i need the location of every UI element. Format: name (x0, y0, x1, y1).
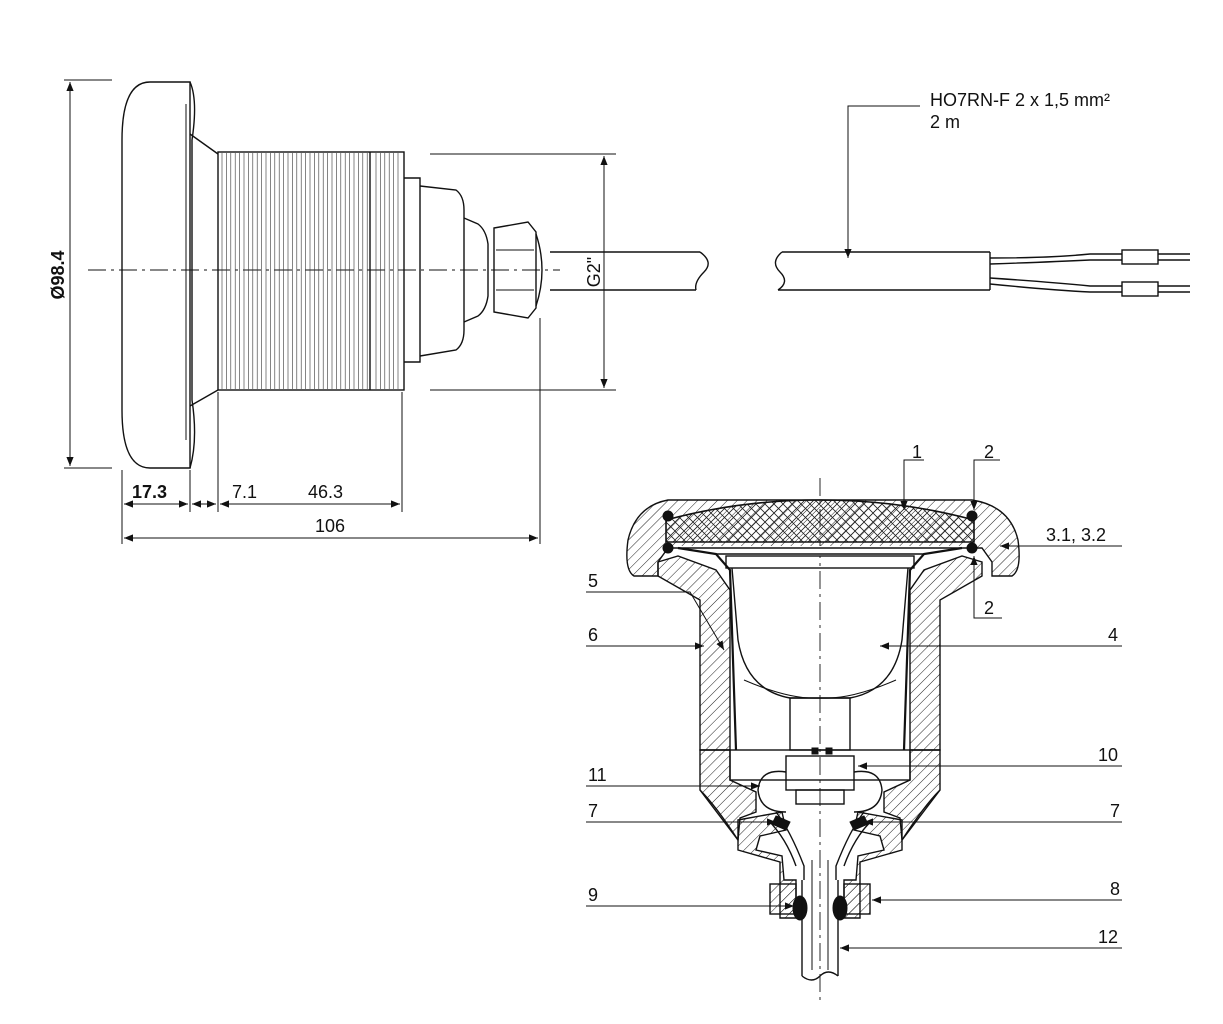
wire-2 (989, 277, 1122, 287)
wire-loop-right (853, 770, 883, 813)
ferrule-2 (1121, 281, 1159, 297)
callout-1: 1 (912, 442, 922, 462)
oring-9-left (792, 895, 808, 921)
oring-9-right (832, 895, 848, 921)
ferrule-1 (1121, 249, 1159, 265)
section-view: 1 2 2 3.1, 3.2 4 5 6 10 11 7 7 8 (586, 442, 1122, 1000)
reflector-left (677, 546, 738, 751)
callout-12: 12 (1098, 927, 1118, 947)
wire-1 (989, 253, 1122, 259)
callout-2b: 2 (984, 598, 994, 618)
callout-5-leader (586, 591, 725, 651)
callout-7a: 7 (588, 801, 598, 821)
thread-length-label: 46.3 (308, 482, 343, 502)
seal-2-top-right (966, 510, 978, 522)
cable-leader (844, 105, 920, 258)
gland-left (769, 883, 797, 915)
thread-lines (221, 153, 399, 389)
lamp-cap (121, 81, 191, 469)
rear-housing (419, 185, 465, 357)
terminal-area (729, 749, 911, 781)
callout-3: 3.1, 3.2 (1046, 525, 1106, 545)
callout-4: 4 (1108, 625, 1118, 645)
seal-2-bottom-right (966, 542, 978, 554)
callout-2b-leader (970, 556, 1002, 619)
housing-left-wall (657, 555, 731, 751)
cap-rim (189, 81, 196, 469)
cable-break-right (774, 251, 786, 291)
cable-spec-line1: HO7RN-F 2 x 1,5 mm² (930, 90, 1110, 110)
reflector-right (902, 546, 963, 751)
front-cover (665, 499, 975, 543)
callout-2a: 2 (984, 442, 994, 462)
side-view: HO7RN-F 2 x 1,5 mm² 2 m G2" Ø98.4 17.3 7… (48, 79, 1190, 544)
wire-loop-left (757, 770, 787, 813)
diameter-label: Ø98.4 (48, 250, 68, 299)
callout-7b: 7 (1110, 801, 1120, 821)
seal-2-top-left (662, 510, 674, 522)
total-label: 106 (315, 516, 345, 536)
thread-label: G2" (584, 257, 604, 287)
callout-5: 5 (588, 571, 598, 591)
callout-8: 8 (1110, 879, 1120, 899)
callout-10: 10 (1098, 745, 1118, 765)
gland-right (843, 883, 871, 915)
threaded-body (217, 151, 405, 391)
gap-label: 7.1 (232, 482, 257, 502)
cable-spec-line2: 2 m (930, 112, 960, 132)
callout-1-leader (900, 459, 924, 510)
callout-11: 11 (588, 765, 607, 785)
housing-right-wall (909, 555, 983, 751)
callout-2a-leader (970, 459, 1000, 510)
cable-break-left (694, 251, 709, 291)
callout-6: 6 (588, 625, 598, 645)
flange-label: 17.3 (132, 482, 167, 502)
gland-nut (493, 221, 537, 319)
callout-9: 9 (588, 885, 598, 905)
